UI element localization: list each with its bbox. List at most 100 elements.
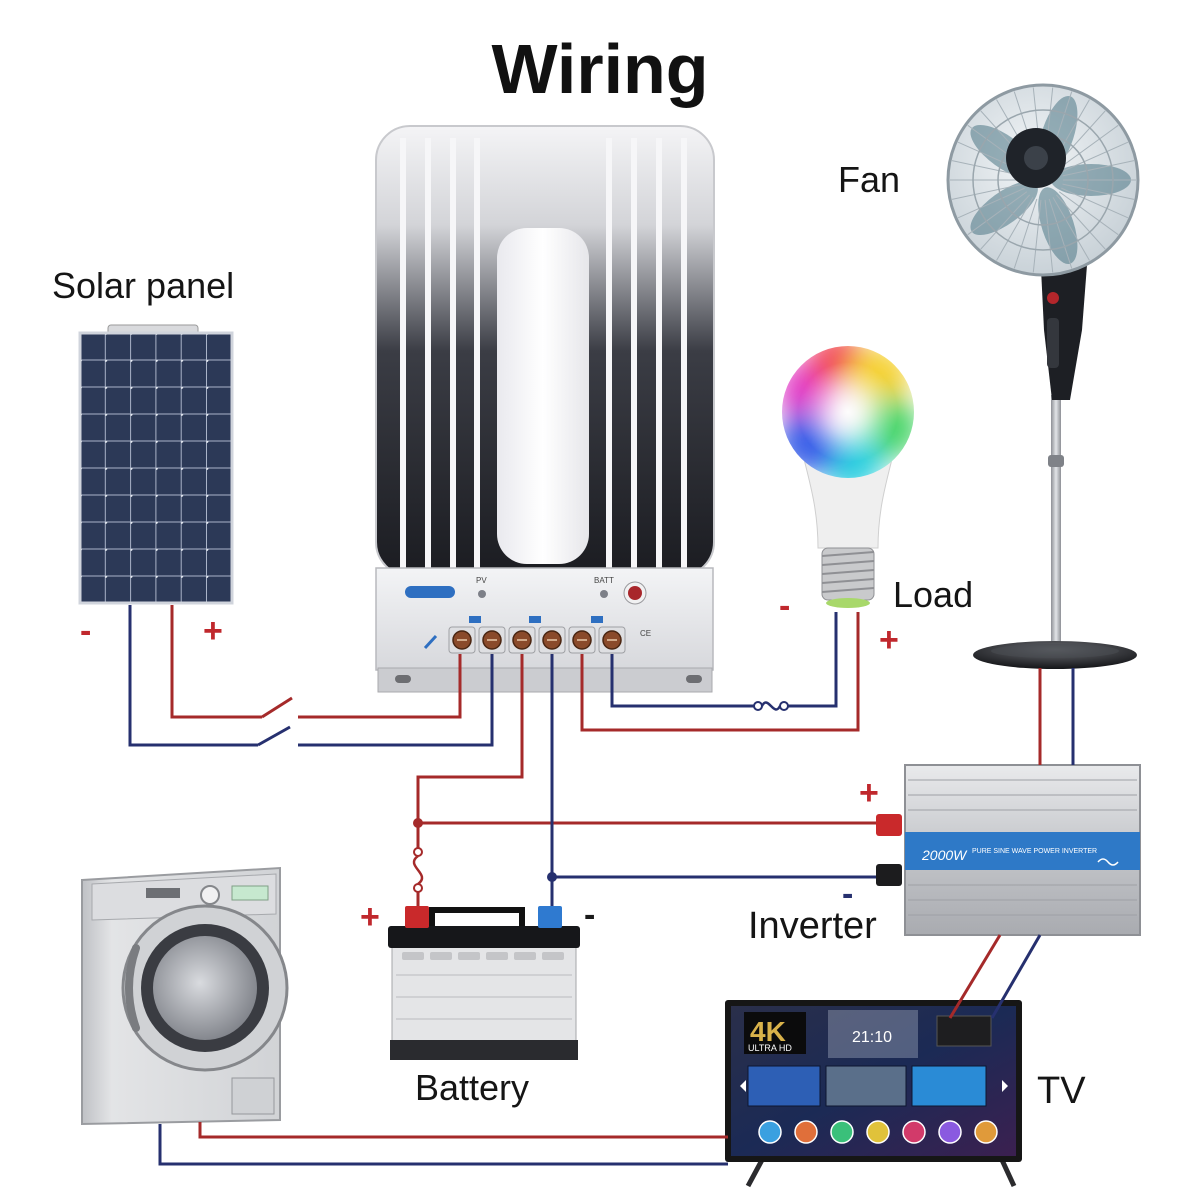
tv-app-icon: [794, 1120, 818, 1144]
heatsink-fin-gap: [400, 138, 406, 568]
heatsink-fin-gap: [474, 138, 480, 568]
fan-hub-cap: [1024, 146, 1048, 170]
solar-panel: [78, 324, 234, 605]
fan-grill-wire: [980, 194, 1030, 250]
controller-center-panel: [497, 228, 589, 564]
fan-grill-wire: [951, 183, 1024, 200]
bulb-thread: [821, 587, 875, 593]
inverter-power-rating: 2000W: [921, 847, 968, 863]
fan-grill-wire: [1056, 194, 1106, 250]
tv-positive-wire: [948, 934, 1002, 1019]
batt-label: BATT: [594, 576, 614, 585]
tv-4k-text: 4K: [750, 1016, 786, 1047]
fan-grill-wire: [1052, 197, 1090, 261]
bulb-contact: [826, 598, 870, 608]
controller-terminals: [448, 616, 626, 654]
charge-controller: PV BATT CE: [375, 125, 715, 693]
solar-positive-switch: [261, 696, 293, 719]
battery-vent: [486, 952, 508, 960]
load-negative-wire: [610, 654, 754, 708]
fan-control-knob: [1047, 292, 1059, 304]
fan-pole: [1051, 395, 1061, 651]
pv-label: PV: [476, 576, 487, 585]
reset-button: [628, 586, 642, 600]
tv-app-icons: [758, 1120, 998, 1144]
washer-display: [231, 885, 269, 901]
battery-vent: [542, 952, 564, 960]
fan-grill-wire: [957, 187, 1025, 219]
washer-dial: [200, 885, 220, 905]
solar-negative-wire-to-controller: [298, 654, 494, 747]
solar-negative-sign: -: [80, 612, 91, 650]
controller-faceplate: [375, 567, 714, 671]
fan-grill-wire: [967, 191, 1028, 236]
load-fuse-left: [753, 701, 763, 711]
wiring: [128, 605, 1075, 1166]
battery-positive-wire: [416, 654, 524, 848]
tv-tile: [747, 1065, 821, 1107]
solar-panel-cells: [78, 331, 234, 605]
battery-negative-terminal: [538, 906, 562, 928]
inverter-negative-terminal: [876, 864, 902, 886]
pv-led: [478, 590, 486, 598]
fan-grill-wire: [1062, 160, 1135, 177]
tv-app-icon: [830, 1120, 854, 1144]
washer-door-handle: [125, 944, 140, 1032]
mount-slot-right: [686, 675, 702, 683]
tv-app-icon: [758, 1120, 782, 1144]
bulb-rgb-glow: [782, 346, 914, 478]
diagram-title: Wiring: [491, 30, 708, 108]
tv-clock-text: 21:10: [852, 1029, 892, 1046]
negative-junction-dot: [547, 872, 557, 882]
tv-tile: [825, 1065, 907, 1107]
sine-wave-icon: [1097, 858, 1119, 866]
tv-widget: [936, 1015, 992, 1047]
fan-grill-wire: [1058, 191, 1119, 236]
bulb-thread: [821, 551, 875, 557]
battery: [388, 906, 580, 1060]
load-positive-wire: [580, 612, 860, 732]
fan-button-strip: [1047, 318, 1059, 368]
led-bulb: [782, 346, 914, 608]
load-negative-wire-end: [788, 612, 838, 708]
battery-vent: [458, 952, 480, 960]
fan-pole-clamp: [1048, 455, 1064, 467]
battery-vent: [430, 952, 452, 960]
tv-stand: [745, 1158, 1017, 1188]
battery-label: Battery: [415, 1067, 529, 1108]
washing-machine: [81, 866, 289, 1126]
heatsink-fin-gap: [606, 138, 612, 568]
tv-app-icon: [974, 1120, 998, 1144]
battery-vents: [396, 952, 572, 1020]
terminal-group-icon: [529, 616, 541, 623]
controller-fins: [400, 138, 687, 568]
tv-right-arrow-icon: [1002, 1080, 1008, 1092]
solar-panel-label: Solar panel: [52, 265, 234, 306]
inverter-ridges: [908, 779, 1137, 916]
washer-door-glass: [153, 936, 257, 1040]
inverter-blue-band: [905, 832, 1140, 870]
tv-ultra-hd-text: ULTRA HD: [748, 1043, 792, 1053]
tv-4k-badge: [744, 1012, 806, 1054]
fan-grill-wire: [1044, 199, 1054, 273]
tv-app-icon: [902, 1120, 926, 1144]
battery-base: [390, 1040, 578, 1060]
fan-base-highlight: [991, 644, 1119, 658]
fan-label: Fan: [838, 159, 900, 200]
tv-app-icon: [938, 1120, 962, 1144]
fan-grill-wire: [1032, 199, 1042, 273]
glow-highlight: [798, 362, 898, 462]
load-positive-sign: +: [879, 621, 899, 659]
ce-mark: CE: [640, 629, 651, 638]
battery-fuse-icon: [412, 854, 424, 886]
heatsink-fin-gap: [631, 138, 637, 568]
battery-case: [391, 944, 577, 1046]
batt-led: [600, 590, 608, 598]
inverter-label: Inverter: [748, 905, 877, 947]
battery-lid: [388, 926, 580, 948]
tv-app-icon: [866, 1120, 890, 1144]
fan-grill-wire: [1061, 187, 1129, 219]
heatsink-fin-gap: [656, 138, 662, 568]
fan-grill-ring-mid: [972, 109, 1114, 251]
fan-grill-wire: [1013, 198, 1038, 269]
